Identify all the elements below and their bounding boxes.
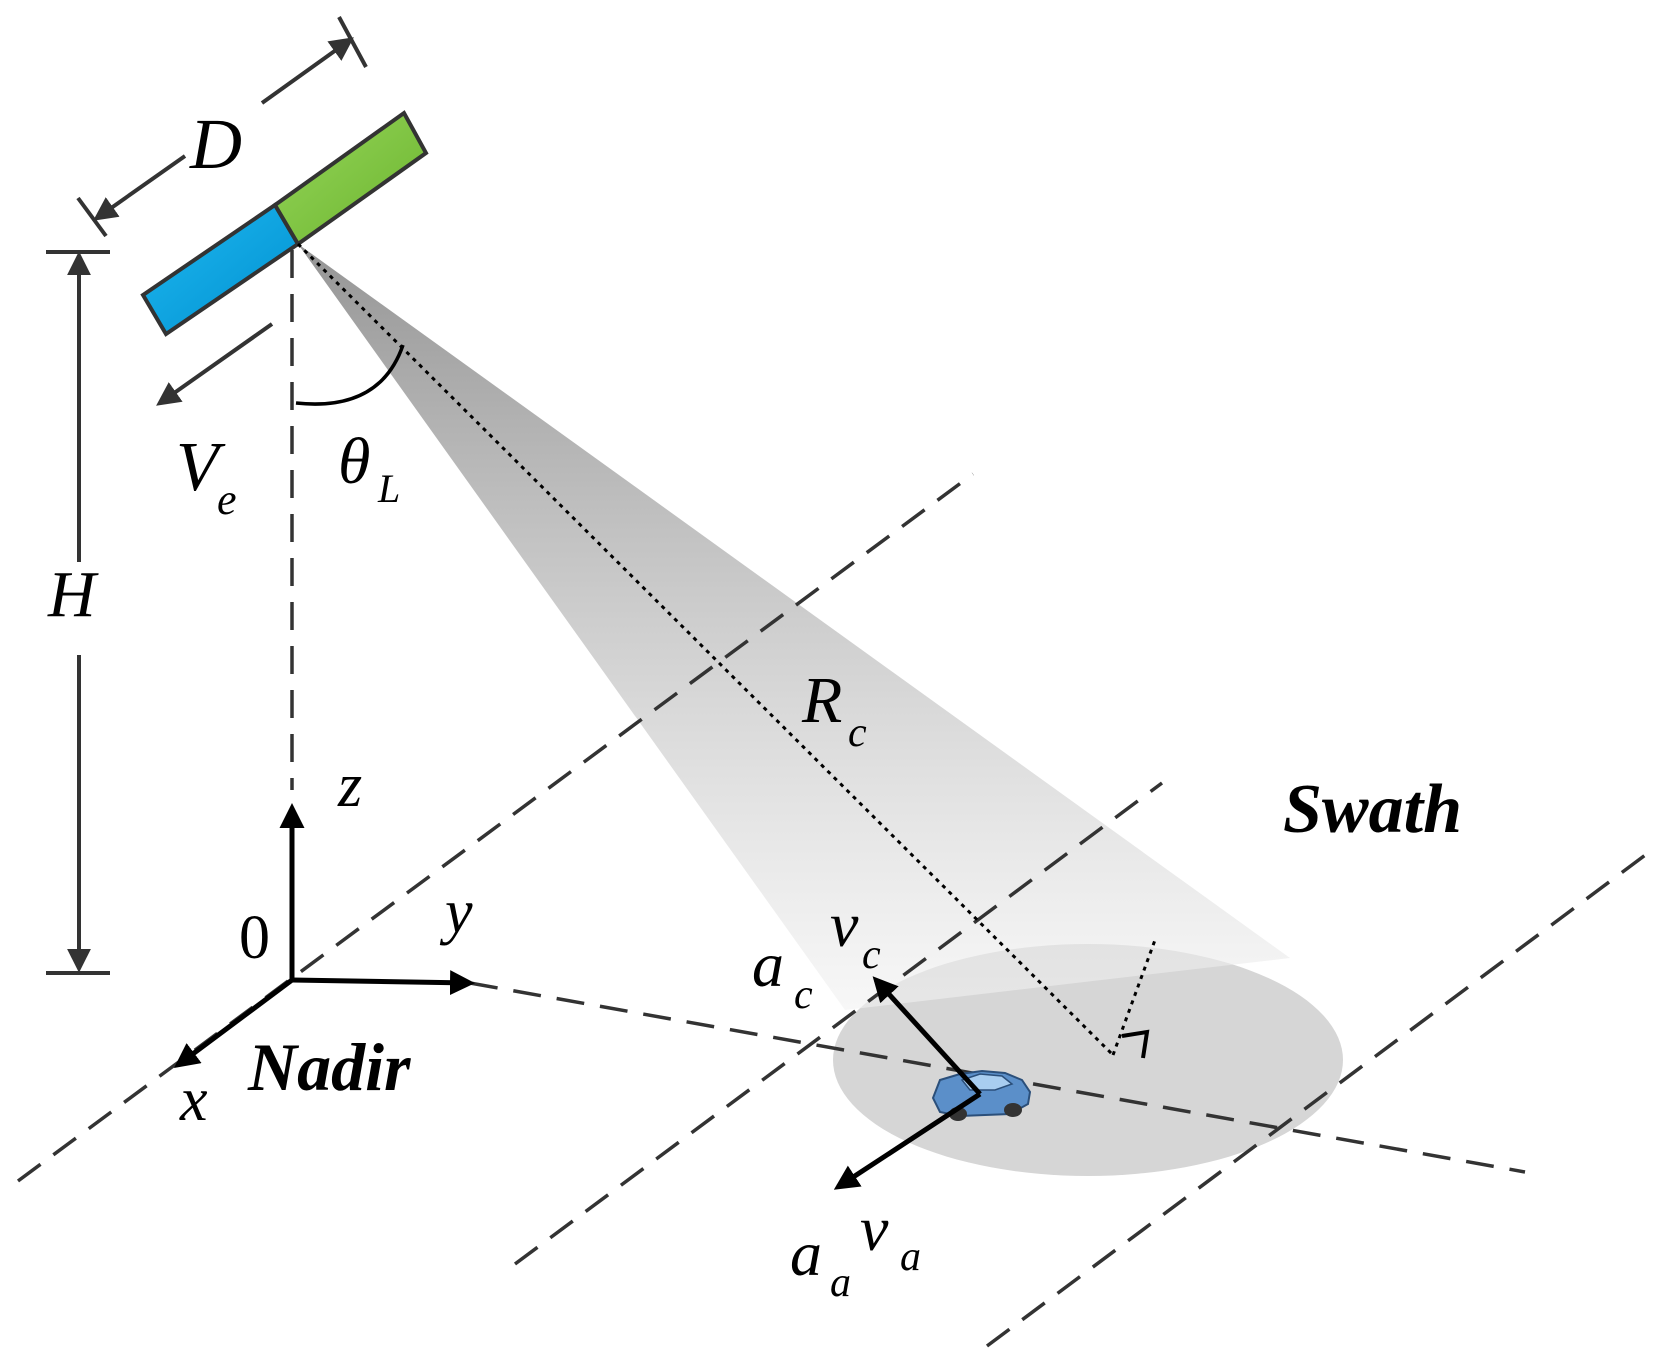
cross-acceleration-label: a [752,929,784,1000]
cross-track-vector [872,976,982,1096]
look-angle-label: θ [338,425,370,498]
coordinate-axes [173,803,475,1068]
height-dimension [46,250,110,975]
platform-velocity-subscript: e [217,475,237,524]
slant-range-line [296,242,1115,1057]
look-angle-subscript: L [377,466,400,511]
right-angle-marker [1121,1029,1150,1059]
along-acceleration-label: a [790,1218,822,1289]
antenna-length-dimension [76,16,368,238]
radar-beam [298,244,1290,1010]
cross-velocity-label: v [830,889,859,960]
antenna-length-label: D [189,104,242,184]
y-axis [291,970,475,996]
antenna [140,110,429,337]
along-track-vector [833,1091,982,1190]
swath-label: Swath [1283,771,1462,848]
cross-velocity-subscript: c [862,932,881,978]
slant-range-subscript: c [848,710,867,756]
z-axis-label: z [337,752,362,820]
platform-velocity-label: V [176,429,226,506]
x-axis [173,977,294,1068]
x-axis-label: x [179,1066,208,1134]
antenna-rear-panel [140,202,301,337]
along-velocity-label: v [860,1193,889,1264]
origin-label: 0 [239,904,270,972]
target-motion-vectors [833,976,982,1190]
nadir-label: Nadir [247,1029,411,1105]
perpendicular-line [1111,939,1157,1056]
height-label: H [47,558,99,631]
y-axis-label: y [439,878,473,946]
slant-range-label: R [801,664,842,737]
look-angle-arc [295,344,405,406]
antenna-front-panel [272,110,429,247]
platform-velocity-arrow [156,322,274,406]
along-velocity-subscript: a [900,1234,921,1280]
along-acceleration-subscript: a [830,1260,851,1306]
moving-target-car [931,1069,1032,1121]
cross-acceleration-subscript: c [794,972,813,1018]
